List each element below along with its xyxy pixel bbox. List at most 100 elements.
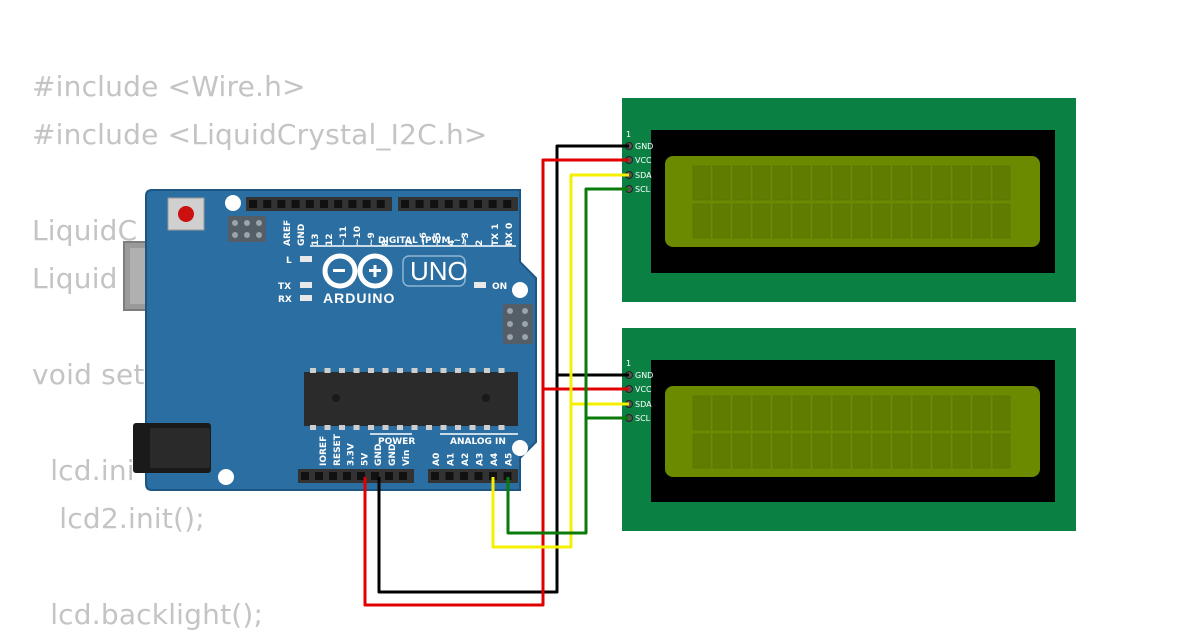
- analog-pin-label: A2: [461, 453, 471, 466]
- pin-hole: [329, 472, 337, 480]
- power-pin-label: GND: [374, 444, 384, 466]
- pin-hole: [444, 200, 453, 208]
- led-label-on: ON: [492, 282, 507, 292]
- lcd-pin-scl: SCL: [635, 414, 651, 423]
- pin-hole: [348, 200, 357, 208]
- pin-hole: [385, 472, 393, 480]
- wire-scl[interactable]: [506, 187, 629, 535]
- digital-pin-label: ~5: [433, 232, 443, 246]
- analog-pin-label: A0: [432, 453, 442, 466]
- pin-hole: [431, 472, 439, 480]
- digital-pin-label: RX 0: [505, 223, 515, 246]
- pin-hole: [399, 472, 407, 480]
- icsp-header: [228, 216, 266, 242]
- bottom-pin-holes: [301, 472, 512, 480]
- code-line: lcd2.init();: [32, 502, 205, 535]
- analog-pin-label: A5: [505, 453, 515, 466]
- digital-pin-label: AREF: [283, 220, 293, 246]
- pin-hole: [401, 200, 409, 208]
- pin-hole: [343, 472, 351, 480]
- digital-pin-label: ~3: [461, 232, 471, 246]
- code-line: #include <Wire.h>: [32, 70, 306, 103]
- uno-badge: [402, 255, 466, 287]
- digital-header-strip: [398, 197, 518, 211]
- digital-pin-label: ~10: [353, 226, 363, 246]
- analog-pin-label: A4: [490, 453, 500, 466]
- pin-hole: [315, 472, 323, 480]
- pin-hole: [474, 200, 482, 208]
- analog-header-label: ANALOG IN: [450, 437, 506, 447]
- pin-hole: [334, 200, 343, 208]
- lcd-pin-scl: SCL: [635, 185, 651, 194]
- led-label-l: L: [286, 256, 292, 266]
- pin-hole: [301, 472, 309, 480]
- wire-sda[interactable]: [491, 173, 629, 549]
- pin-hole: [263, 200, 272, 208]
- pin-hole: [503, 472, 512, 480]
- code-line: void set: [32, 358, 145, 391]
- digital-pin-label: 12: [325, 233, 335, 246]
- lcd-pin-number: 1: [626, 130, 631, 139]
- power-pin-label: GND: [388, 444, 398, 466]
- code-line: Liquid: [32, 262, 118, 295]
- pin-hole: [474, 472, 483, 480]
- pin-hole: [371, 472, 379, 480]
- wire-gnd[interactable]: [377, 144, 629, 594]
- code-line: #include <LiquidCrystal_I2C.h>: [32, 118, 488, 151]
- lcd-pin-gnd: GND: [635, 371, 653, 380]
- pin-hole: [305, 200, 314, 208]
- code-line: lcd.ini: [32, 454, 135, 487]
- pin-hole: [460, 472, 468, 480]
- mounting-hole: [512, 282, 528, 298]
- pin-hole: [415, 200, 424, 208]
- digital-pin-label: 4: [447, 240, 457, 246]
- arduino-infinity-logo: [322, 253, 393, 289]
- pin-hole: [277, 200, 286, 208]
- pin-hole: [320, 200, 328, 208]
- lcd-pin-sda: SDA: [635, 400, 652, 409]
- lcd-pin-number: 1: [626, 359, 631, 368]
- digital-pin-label: 8: [381, 240, 391, 246]
- code-line: lcd.backlight();: [32, 598, 264, 631]
- digital-pin-label: ~9: [367, 232, 377, 246]
- lcd-pin-sda: SDA: [635, 171, 652, 180]
- mounting-hole: [225, 195, 241, 211]
- pin-hole: [291, 200, 300, 208]
- analog-pin-label: A3: [476, 453, 486, 466]
- led-l: [300, 256, 312, 262]
- lcd-pin-gnd: GND: [635, 142, 653, 151]
- lcd-module-2[interactable]: 1 GND VCC SDA SCL: [622, 328, 1076, 531]
- power-pin-label: IOREF: [319, 436, 329, 466]
- icsp-header-2: [503, 304, 533, 344]
- pin-hole: [489, 472, 497, 480]
- digital-pin-label: 13: [311, 233, 321, 246]
- wire-vcc[interactable]: [363, 158, 629, 607]
- digital-pin-label: ~11: [339, 226, 349, 246]
- lcd-pin-vcc: VCC: [635, 385, 652, 394]
- pin-hole: [445, 472, 454, 480]
- pin-hole: [357, 472, 365, 480]
- digital-pin-holes: [249, 200, 512, 208]
- digital-pin-label: GND: [297, 224, 307, 246]
- lcd-character-grid: [692, 165, 1011, 239]
- pin-hole: [430, 200, 439, 208]
- digital-header-label: DIGITAL (PWM ~): [378, 236, 465, 246]
- mounting-hole: [218, 469, 234, 485]
- digital-pin-label: 2: [475, 240, 485, 246]
- digital-pin-label: TX 1: [491, 224, 501, 246]
- led-label-tx: TX: [278, 282, 291, 292]
- led-on: [474, 282, 486, 288]
- model-label: UNO: [410, 256, 468, 286]
- analog-pin-label: A1: [447, 453, 457, 466]
- digital-pin-label: 7: [405, 240, 415, 246]
- power-pin-label: 3.3V: [347, 443, 357, 466]
- pin-hole: [376, 200, 385, 208]
- lcd-module-1[interactable]: 1 GND VCC SDA SCL: [622, 98, 1076, 302]
- code-line: LiquidC: [32, 214, 138, 247]
- led-rx: [300, 295, 312, 301]
- pin-hole: [459, 200, 468, 208]
- lcd-pin-vcc: VCC: [635, 156, 652, 165]
